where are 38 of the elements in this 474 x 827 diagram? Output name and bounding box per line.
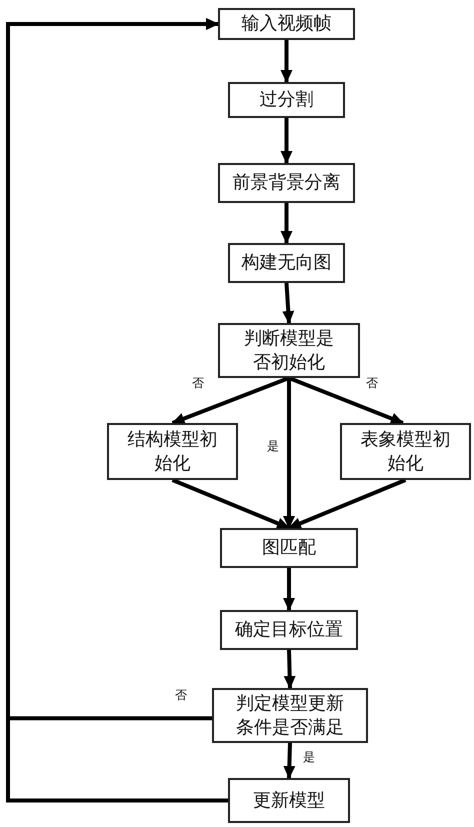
box-label: 判断模型是否初始化 xyxy=(243,327,335,374)
arrow xyxy=(280,40,292,83)
arrow xyxy=(172,376,290,425)
process-box xyxy=(228,243,345,283)
process-box xyxy=(212,688,368,743)
arrow xyxy=(172,478,290,530)
edge-label: 是 xyxy=(266,439,280,453)
arrow xyxy=(288,376,404,425)
arrow xyxy=(283,742,296,779)
arrow xyxy=(280,203,292,244)
box-label: 确定目标位置 xyxy=(235,618,343,642)
arrow xyxy=(288,478,406,530)
process-box xyxy=(107,423,238,480)
box-label: 过分割 xyxy=(260,88,314,112)
box-label: 判定模型更新条件是否满足 xyxy=(235,692,345,739)
process-box xyxy=(218,8,355,40)
box-label: 构建无向图 xyxy=(242,251,332,275)
box-label: 前景背景分离 xyxy=(232,171,340,195)
arrow xyxy=(282,282,294,324)
process-box xyxy=(220,610,358,650)
box-label: 结构模型初始化 xyxy=(126,428,218,475)
process-box xyxy=(340,423,471,480)
edge-label: 否 xyxy=(174,688,188,702)
edge-label: 是 xyxy=(302,750,316,764)
box-label: 表象模型初始化 xyxy=(360,428,452,475)
process-box xyxy=(220,528,358,568)
box-label: 图匹配 xyxy=(262,536,316,560)
process-box xyxy=(228,778,350,823)
edge-label: 否 xyxy=(365,376,379,390)
process-box xyxy=(218,323,360,378)
edge-label: 否 xyxy=(191,376,205,390)
process-box xyxy=(218,163,355,203)
box-label: 输入视频帧 xyxy=(242,12,332,36)
box-label: 更新模型 xyxy=(253,788,325,812)
arrow xyxy=(280,118,292,164)
arrow xyxy=(284,650,296,689)
arrow xyxy=(283,568,295,611)
process-box xyxy=(228,82,345,118)
